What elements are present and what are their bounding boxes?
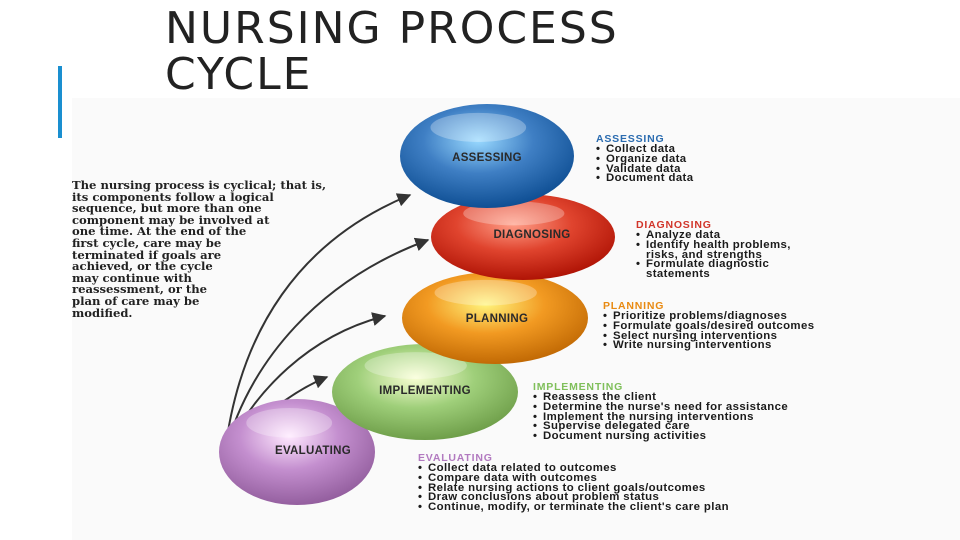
list-item: Implement the nursing interventions: [533, 411, 788, 423]
step-list: Collect dataOrganize dataValidate dataDo…: [596, 143, 693, 184]
list-item: Collect data: [596, 143, 693, 155]
step-ellipse-assessing: [400, 104, 574, 208]
list-item: risks, and strengths: [646, 248, 763, 261]
intro-line: modified.: [72, 305, 133, 320]
intro-line: plan of care may be: [72, 293, 200, 308]
step-label-evaluating: EVALUATING: [275, 445, 351, 457]
list-item: Collect data related to outcomes: [418, 462, 729, 474]
accent-bar: [58, 66, 62, 138]
intro-line: component may be involved at: [72, 212, 270, 227]
list-item: Organize data: [596, 153, 693, 165]
step-block-assessing: ASSESSINGCollect dataOrganize dataValida…: [596, 134, 693, 184]
list-item: Analyze data: [636, 229, 791, 241]
list-item: Determine the nurse's need for assistanc…: [533, 401, 788, 413]
intro-line: The nursing process is cyclical; that is…: [72, 178, 326, 192]
step-heading: IMPLEMENTING: [533, 381, 624, 393]
cycle-arrow: [224, 237, 430, 453]
intro-line: first cycle, care may be: [72, 235, 222, 250]
step-block-evaluating: EVALUATINGCollect data related to outcom…: [418, 453, 729, 513]
step-heading: DIAGNOSING: [636, 219, 712, 231]
list-item: Document nursing activities: [533, 431, 788, 442]
ellipse-highlight: [430, 112, 527, 142]
intro-line: may continue with: [72, 270, 192, 285]
ellipse-highlight: [434, 279, 537, 306]
step-label-diagnosing: DIAGNOSING: [493, 229, 570, 241]
list-item: Relate nursing actions to client goals/o…: [418, 482, 729, 494]
step-ellipse-planning: [402, 272, 588, 364]
title-line-1: NURSING PROCESS: [165, 3, 619, 54]
list-item: Draw conclusions about problem status: [418, 492, 729, 503]
step-heading: PLANNING: [603, 300, 665, 312]
list-item: Formulate goals/desired outcomes: [603, 320, 814, 332]
step-list: Prioritize problems/diagnosesFormulate g…: [603, 310, 814, 351]
list-item: Validate data: [596, 163, 693, 175]
step-ellipse-evaluating: [219, 399, 375, 505]
list-item: statements: [646, 268, 711, 281]
intro-line: achieved, or the cycle: [72, 259, 213, 274]
list-item: Prioritize problems/diagnoses: [603, 310, 814, 322]
step-heading: EVALUATING: [418, 452, 493, 464]
list-item: Compare data with outcomes: [418, 472, 729, 484]
list-item: Continue, modify, or terminate the clien…: [418, 502, 729, 513]
step-ellipse-diagnosing: [431, 194, 615, 280]
step-label-implementing: IMPLEMENTING: [379, 385, 471, 397]
intro-line: its components follow a logical: [72, 189, 274, 204]
step-list: Analyze dataIdentify health problems,ris…: [636, 229, 791, 281]
step-block-diagnosing: DIAGNOSINGAnalyze dataIdentify health pr…: [636, 220, 791, 280]
step-block-implementing: IMPLEMENTINGReassess the clientDetermine…: [533, 382, 788, 442]
list-item: Write nursing interventions: [603, 340, 814, 351]
list-item: Supervise delegated care: [533, 421, 788, 432]
page-title: NURSING PROCESS CYCLE: [165, 6, 765, 98]
step-label-assessing: ASSESSING: [452, 152, 522, 164]
intro-line: one time. At the end of the: [72, 224, 247, 239]
list-item: Formulate diagnostic: [636, 259, 791, 270]
ellipse-highlight: [364, 352, 467, 380]
intro-line: reassessment, or the: [72, 282, 208, 297]
ellipse-highlight: [246, 408, 333, 438]
intro-line: terminated if goals are: [72, 247, 222, 262]
step-list: Collect data related to outcomesCompare …: [418, 462, 729, 513]
intro-line: sequence, but more than one: [72, 201, 262, 216]
step-list: Reassess the clientDetermine the nurse's…: [533, 391, 788, 442]
intro-paragraph: The nursing process is cyclical; that is…: [72, 178, 326, 320]
step-block-planning: PLANNINGPrioritize problems/diagnosesFor…: [603, 301, 814, 351]
step-label-planning: PLANNING: [466, 313, 528, 325]
list-item: Document data: [596, 173, 693, 184]
list-item: Select nursing interventions: [603, 330, 814, 342]
title-line-2: CYCLE: [165, 49, 313, 100]
list-item: Reassess the client: [533, 391, 788, 403]
cycle-arrow: [224, 193, 412, 453]
step-ellipse-implementing: [332, 344, 518, 440]
step-heading: ASSESSING: [596, 133, 665, 145]
list-item: Identify health problems,: [636, 239, 791, 251]
